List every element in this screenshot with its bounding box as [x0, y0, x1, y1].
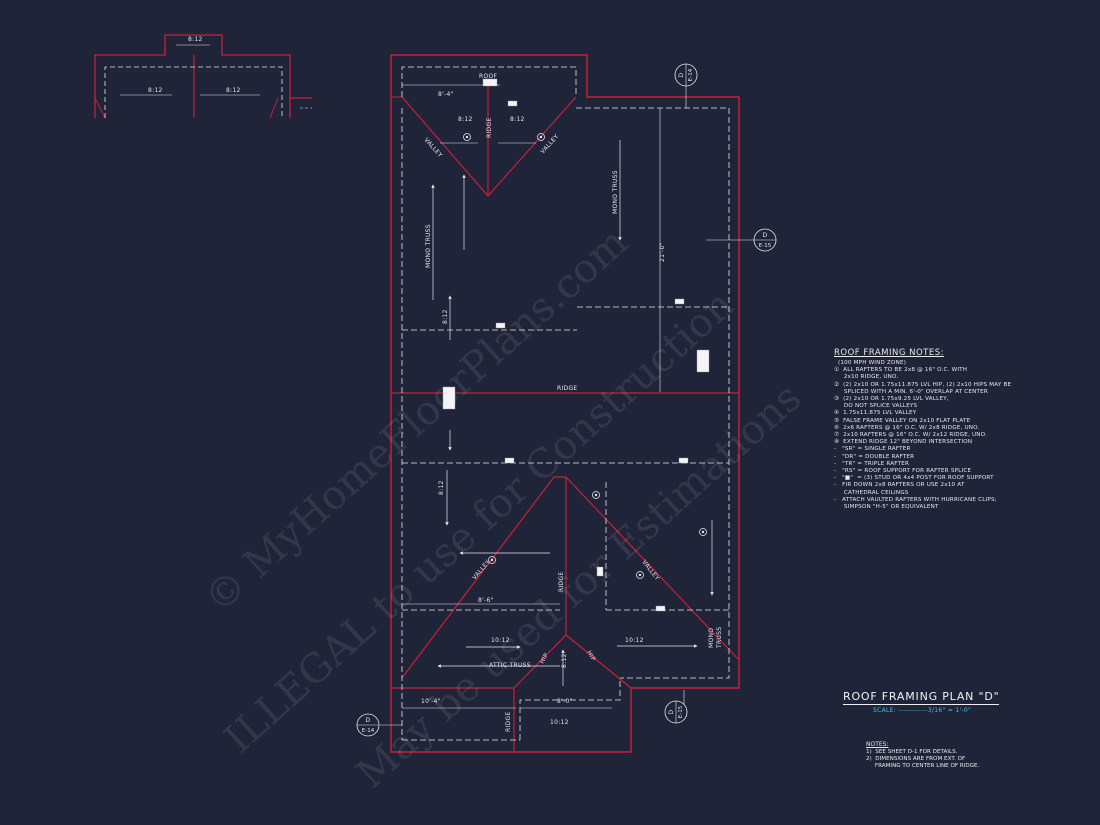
- pitch-label: 8:12: [442, 309, 449, 324]
- general-notes-title: NOTES:: [866, 741, 889, 748]
- dimension-label: 21'-0": [659, 242, 666, 262]
- note-item: - "RS" = ROOF SUPPORT FOR RAFTER SPLICE: [834, 468, 972, 475]
- roof-outline: [390, 54, 740, 753]
- valley-label: VALLEY: [471, 559, 492, 582]
- dimension-label: 8'-4": [438, 91, 454, 98]
- wall-lines: [401, 66, 730, 741]
- pitch-label: 10:12: [491, 637, 510, 644]
- section-letter: D: [668, 709, 675, 714]
- truss-label: MONO: [708, 628, 715, 648]
- note-item: ⑤ FALSE FRAME VALLEY ON 2x10 FLAT PLATE: [834, 417, 971, 424]
- dimension-label: 8'-0": [557, 698, 573, 705]
- roof-framing-notes: ROOF FRAMING NOTES: (100 MPH WIND ZONE) …: [834, 348, 1044, 511]
- pitch-label: 10:12: [625, 637, 644, 644]
- dimension-label: 10'-4": [421, 698, 441, 705]
- note-item: DO NOT SPLICE VALLEYS: [834, 403, 918, 410]
- pitch-label: 8:12: [188, 36, 203, 43]
- truss-label: MONO TRUSS: [425, 224, 432, 268]
- truss-label: TRUSS: [716, 627, 723, 649]
- dimension-label: 8'-6": [478, 597, 494, 604]
- valley-label: VALLEY: [640, 559, 660, 582]
- note-item: ① ALL RAFTERS TO BE 2x8 @ 16" O.C. WITH: [834, 367, 968, 374]
- pitch-label: 8:12: [226, 87, 241, 94]
- section-letter: D: [763, 232, 768, 239]
- pitch-label: 8:12: [148, 87, 163, 94]
- ridge-label: RIDGE: [557, 385, 578, 392]
- general-note-item: FRAMING TO CENTER LINE OF RIDGE.: [866, 763, 980, 769]
- notes-title: ROOF FRAMING NOTES:: [834, 348, 945, 358]
- note-item: - "■" = (3) STUD OR 4x4 POST FOR ROOF SU…: [834, 475, 994, 482]
- direction-arrows: [431, 140, 714, 686]
- general-notes: NOTES: 1) SEE SHEET D-1 FOR DETAILS. 2) …: [866, 741, 979, 770]
- note-item: 2x10 RIDGE, UNO.: [834, 374, 899, 381]
- plan-title: ROOF FRAMING PLAN "D": [843, 690, 1000, 705]
- plan-scale: SCALE: ------------3/16" = 1'-0": [873, 707, 972, 714]
- note-item: - "SR" = SINGLE RAFTER: [834, 446, 911, 453]
- valley-label: VALLEY: [539, 133, 560, 155]
- note-item: ② (2) 2x10 OR 1.75x11.875 LVL HIP, (2) 2…: [834, 381, 1012, 388]
- pitch-label: 8:12: [561, 653, 568, 668]
- watermark: © MyHomeFloorPlans.com ILLEGAL to use fo…: [196, 219, 810, 797]
- note-item: ③ (2) 2x10 OR 1.75x9.25 LVL VALLEY,: [834, 396, 949, 403]
- note-item: SPLICED WITH A MIN. 6'-0" OVERLAP AT CEN…: [834, 388, 988, 395]
- truss-label: MONO TRUSS: [612, 170, 619, 214]
- note-item: - "DR" = DOUBLE RAFTER: [834, 453, 915, 460]
- valley-label: VALLEY: [423, 137, 444, 159]
- pitch-label: 8:12: [438, 480, 445, 495]
- note-item: - FIR DOWN 2x8 RAFTERS OR USE 2x10 AT: [834, 482, 965, 489]
- note-item: - "TR" = TRIPLE RAFTER: [834, 460, 910, 467]
- ridge-label: RIDGE: [558, 572, 565, 593]
- note-item: (100 MPH WIND ZONE): [834, 360, 907, 366]
- pitch-label: 8:12: [510, 116, 525, 123]
- section-marker[interactable]: D E-15: [753, 228, 777, 252]
- ridge-label: RIDGE: [486, 118, 493, 139]
- pitch-label: 10:12: [550, 719, 569, 726]
- roof-label: ROOF: [479, 73, 498, 80]
- hip-label: HIP: [539, 652, 551, 665]
- section-marker[interactable]: D E-15: [664, 700, 688, 724]
- section-sheet: E-15: [678, 705, 684, 718]
- note-item: ⑧ EXTEND RIDGE 12" BEYOND INTERSECTION: [834, 439, 973, 446]
- post-symbols: [442, 78, 710, 612]
- truss-label: ATTIC TRUSS: [489, 662, 531, 669]
- note-item: SIMPSON "H-5" OR EQUIVALENT: [834, 504, 939, 511]
- section-sheet: E-14: [688, 68, 694, 81]
- general-note-item: 2) DIMENSIONS ARE FROM EXT. OF: [866, 756, 966, 762]
- pitch-label: 8:12: [458, 116, 473, 123]
- note-item: CATHEDRAL CEILINGS: [834, 489, 909, 496]
- section-marker[interactable]: D E-14: [356, 713, 380, 737]
- note-item: ④ 1.75x11.875 LVL VALLEY: [834, 410, 917, 417]
- section-sheet: E-14: [362, 728, 375, 734]
- general-note-item: 1) SEE SHEET D-1 FOR DETAILS.: [866, 749, 958, 755]
- note-item: - ATTACH VAULTED RAFTERS WITH HURRICANE …: [834, 496, 997, 503]
- section-letter: D: [678, 72, 685, 77]
- note-item: ⑦ 2x10 RAFTERS @ 16" O.C. W/ 2x12 RIDGE,…: [834, 432, 988, 439]
- ridge-label: RIDGE: [505, 712, 512, 733]
- hip-label: HIP: [585, 650, 597, 663]
- section-letter: D: [366, 717, 371, 724]
- note-item: ⑥ 2x6 RAFTERS @ 16" O.C. W/ 2x8 RIDGE, U…: [834, 424, 980, 431]
- partial-roof-detail: 8:12 8:12 8:12: [94, 34, 312, 119]
- section-marker[interactable]: D E-14: [674, 63, 698, 87]
- section-sheet: E-15: [759, 243, 772, 249]
